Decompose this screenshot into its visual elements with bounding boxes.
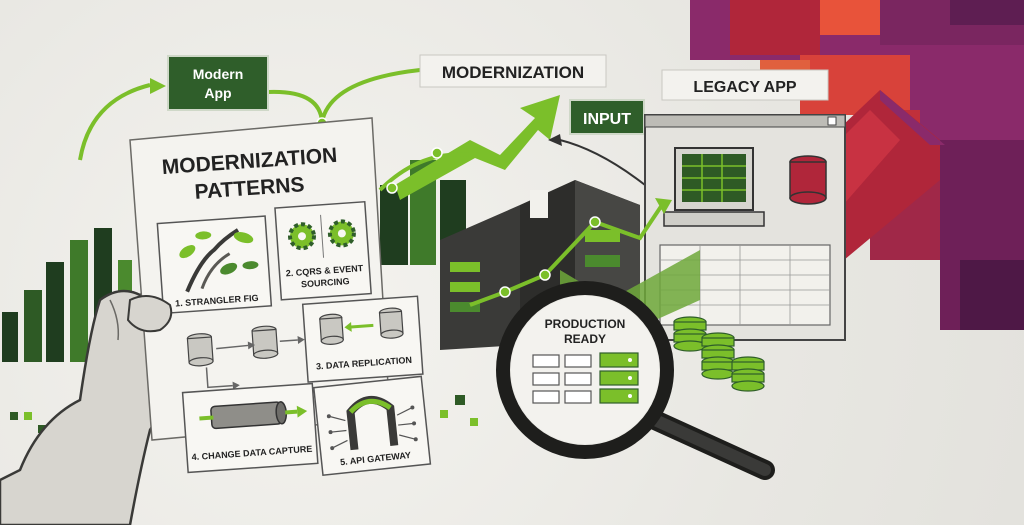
legacy-app-banner: LEGACY APP: [661, 69, 829, 101]
input-arrow: [559, 139, 646, 186]
pipe-icon: [199, 401, 308, 430]
modernization-banner: MODERNIZATION: [419, 54, 607, 88]
pattern-change-data-capture: 4. CHANGE DATA CAPTURE: [181, 382, 319, 474]
pattern-cqrs: 2. CQRS & EVENT SOURCING: [274, 200, 372, 301]
input-box: INPUT: [569, 99, 645, 135]
growth-arrow: [395, 95, 560, 200]
modern-app-box: Modern App: [167, 55, 269, 111]
trend-nodes: [499, 216, 601, 298]
magnifier-icon: PRODUCTION READY: [496, 281, 775, 480]
replication-flow: [186, 325, 305, 390]
modernization-label: MODERNIZATION: [442, 63, 584, 82]
trend-line: [469, 203, 664, 307]
gateway-icon: [326, 395, 418, 451]
production-label-2: READY: [564, 332, 606, 346]
modern-app-label-2: App: [204, 85, 231, 101]
pattern-label-2b: SOURCING: [301, 276, 350, 289]
production-grid: [532, 354, 592, 404]
keyboard-icon: [663, 211, 765, 227]
gears-icon: [287, 214, 356, 258]
pattern-strangler-fig: 1. STRANGLER FIG: [156, 215, 273, 315]
input-label: INPUT: [583, 111, 631, 128]
database-icon: [186, 325, 279, 367]
connector-node: [386, 182, 398, 194]
input-arrow-head: [548, 134, 562, 146]
window-close-icon: [827, 116, 837, 126]
modern-app-label: Modern: [193, 66, 244, 82]
databases-icon: [319, 307, 404, 345]
coin-stacks: [673, 316, 765, 392]
production-label: PRODUCTION: [545, 317, 626, 331]
connector-lines: [78, 68, 471, 192]
background-bar-chart: [2, 160, 466, 362]
trend-arrow-head: [655, 198, 672, 214]
vine-icon: [179, 228, 259, 293]
pattern-data-replication: 3. DATA REPLICATION: [301, 295, 424, 383]
pattern-api-gateway: 5. API GATEWAY: [312, 375, 432, 477]
thumb-illustration: [126, 295, 173, 333]
legacy-app-label: LEGACY APP: [693, 79, 796, 96]
connector-node: [431, 147, 443, 159]
decorative-squares: [10, 395, 478, 433]
database-icon: [789, 155, 827, 205]
server-icon: [599, 352, 639, 404]
arrow-head: [150, 78, 166, 94]
